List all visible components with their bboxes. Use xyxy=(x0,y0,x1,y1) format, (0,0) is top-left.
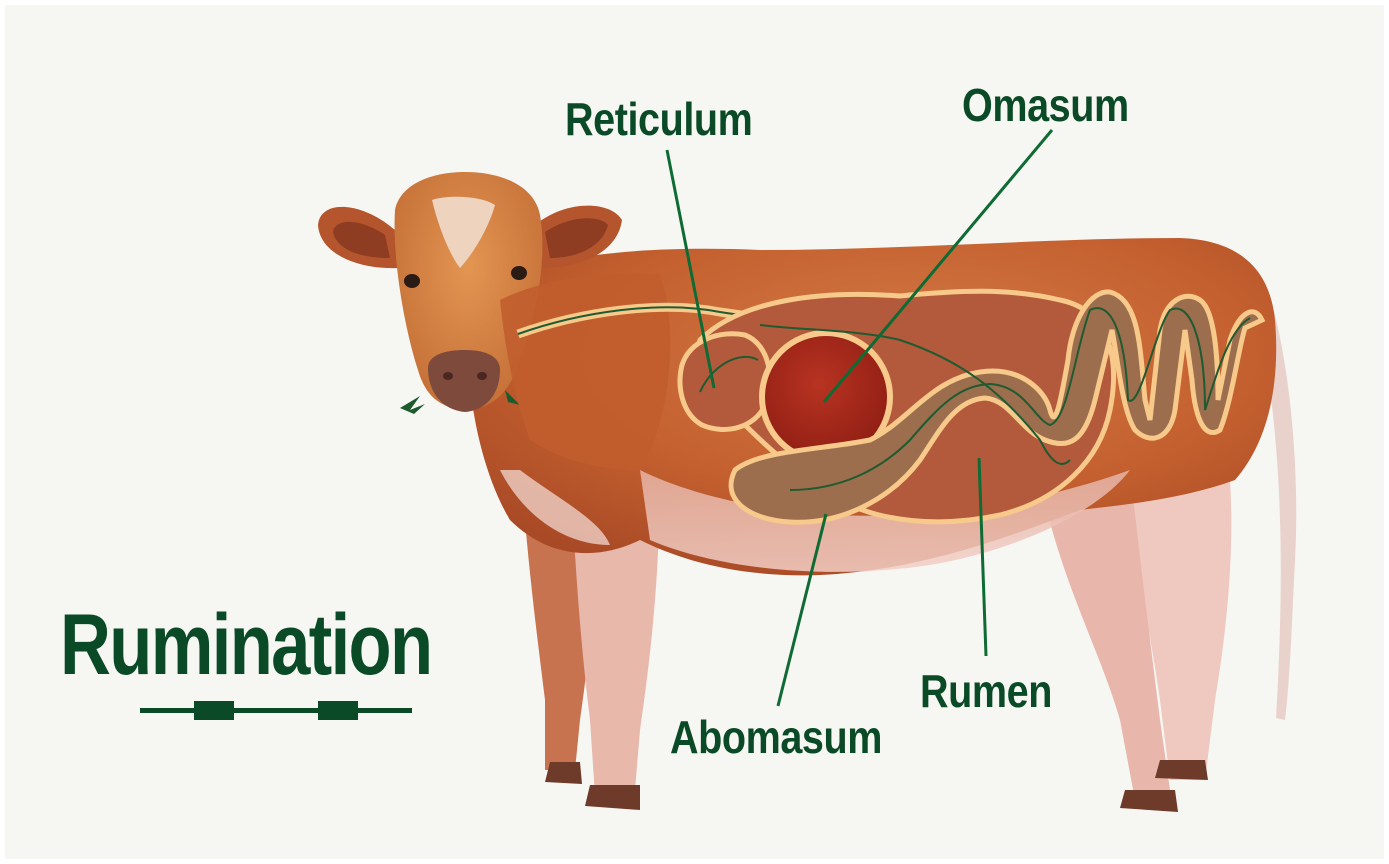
nostril-left xyxy=(443,372,453,380)
hoof-back-1 xyxy=(1120,790,1178,812)
label-abomasum: Abomasum xyxy=(670,710,882,764)
eye-left xyxy=(404,274,420,288)
title-underline-node xyxy=(194,701,234,720)
reticulum-organ xyxy=(680,334,770,430)
label-omasum: Omasum xyxy=(962,78,1129,132)
hoof-front-1 xyxy=(585,785,640,810)
hoof-front-2 xyxy=(545,762,582,784)
title-underline-node xyxy=(318,701,358,720)
title: Rumination xyxy=(60,596,431,695)
nostril-right xyxy=(477,372,487,380)
hoof-back-2 xyxy=(1155,760,1208,780)
label-reticulum: Reticulum xyxy=(565,92,752,146)
title-underline xyxy=(140,708,412,713)
eye-right xyxy=(511,266,527,280)
grass-left xyxy=(400,396,425,414)
label-rumen: Rumen xyxy=(920,664,1052,718)
